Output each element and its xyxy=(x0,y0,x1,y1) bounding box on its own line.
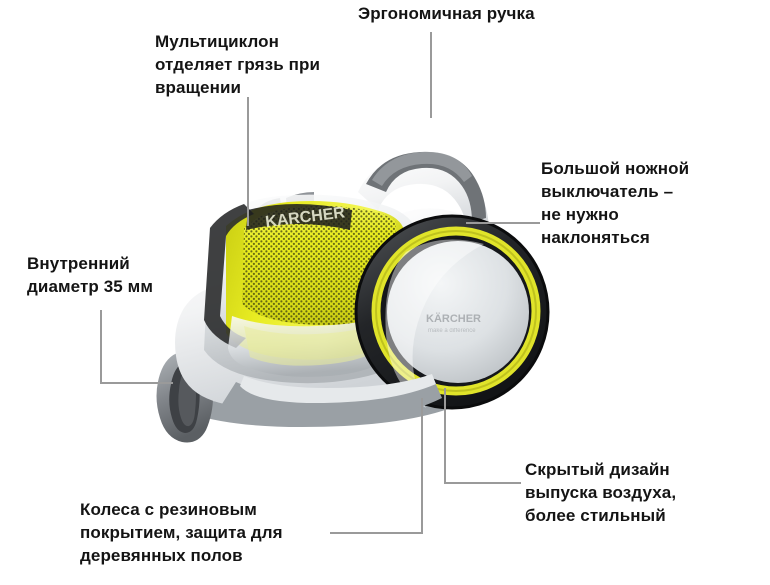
callout-handle: Эргономичная ручка xyxy=(358,4,535,23)
product-part-wheel: KÄRCHER make a difference xyxy=(354,214,550,410)
callout-multicyclone: Мультициклон отделяет грязь при вращении xyxy=(155,32,320,97)
leader-line-handle xyxy=(430,32,432,118)
leader-line-exhaust-vertical xyxy=(444,388,446,484)
leader-line-diameter-vertical xyxy=(100,310,102,384)
leader-line-exhaust-horizontal xyxy=(444,482,521,484)
product-illustration: KARCHER MULTI CYCLONE xyxy=(140,100,600,460)
callout-wheels: Колеса с резиновым покрытием, защита для… xyxy=(80,500,283,565)
product-part-handle xyxy=(358,151,489,250)
callout-foot-switch: Большой ножной выключатель – не нужно на… xyxy=(541,159,690,247)
leader-line-diameter-horizontal xyxy=(100,382,173,384)
svg-text:make a difference: make a difference xyxy=(428,328,476,334)
leader-line-multicyclone xyxy=(247,97,249,226)
callout-exhaust-design: Скрытый дизайн выпуска воздуха, более ст… xyxy=(525,460,677,525)
leader-line-wheels-horizontal xyxy=(330,532,423,534)
leader-line-footswitch xyxy=(466,222,540,224)
svg-text:KÄRCHER: KÄRCHER xyxy=(426,312,481,325)
callout-inner-diameter: Внутренний диаметр 35 мм xyxy=(27,254,154,296)
product-part-front-foot xyxy=(222,374,442,422)
leader-line-wheels-vertical xyxy=(421,398,423,534)
